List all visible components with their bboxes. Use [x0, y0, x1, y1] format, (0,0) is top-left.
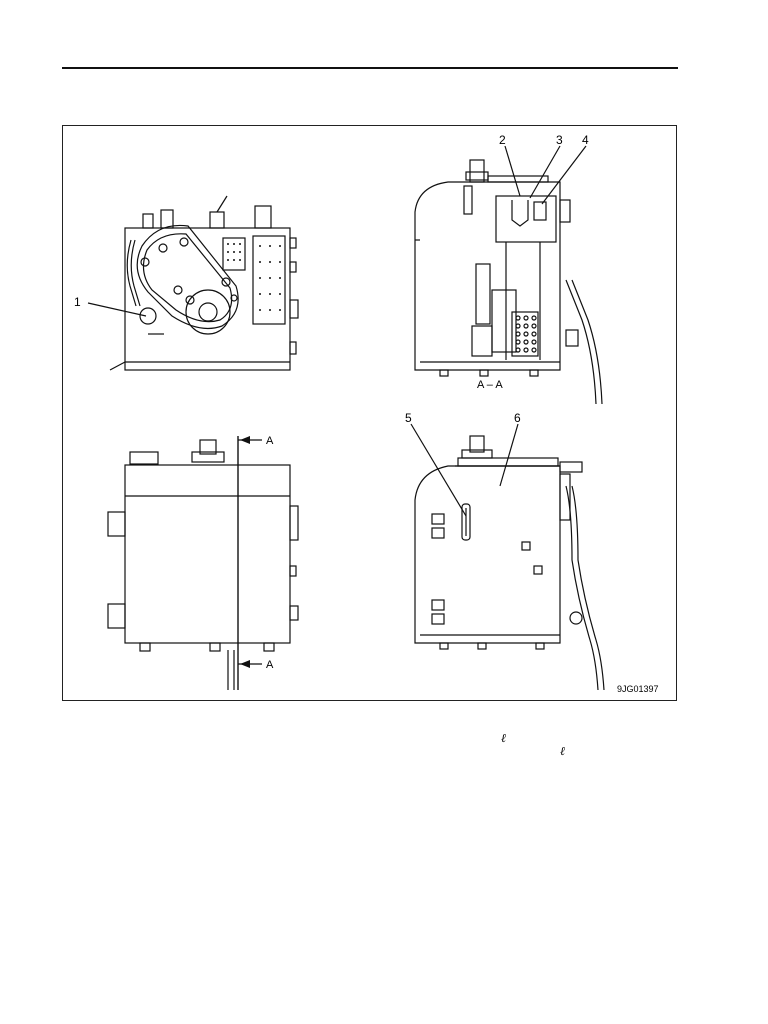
side-view	[107, 436, 299, 690]
callout-2: 2	[499, 133, 506, 147]
leader-lines	[87, 145, 587, 517]
callout-4: 4	[582, 133, 589, 147]
unit-symbol-2: ℓ	[560, 744, 565, 758]
section-title: A – A	[477, 379, 503, 391]
callout-1: 1	[74, 295, 81, 309]
section-marker-bottom: A	[266, 659, 274, 671]
unit-symbol-1: ℓ	[501, 731, 506, 745]
section-arrows	[240, 436, 250, 668]
callout-5: 5	[405, 411, 412, 425]
callout-6: 6	[514, 411, 521, 425]
callout-3: 3	[556, 133, 563, 147]
header-rule	[62, 67, 678, 69]
figure-code: 9JG01397	[617, 684, 659, 694]
front-view	[109, 195, 299, 371]
rear-view	[414, 435, 605, 691]
figure-frame	[62, 125, 677, 701]
section-view	[414, 159, 603, 405]
front-view-grill-dots	[227, 243, 281, 311]
section-marker-top: A	[266, 435, 274, 447]
